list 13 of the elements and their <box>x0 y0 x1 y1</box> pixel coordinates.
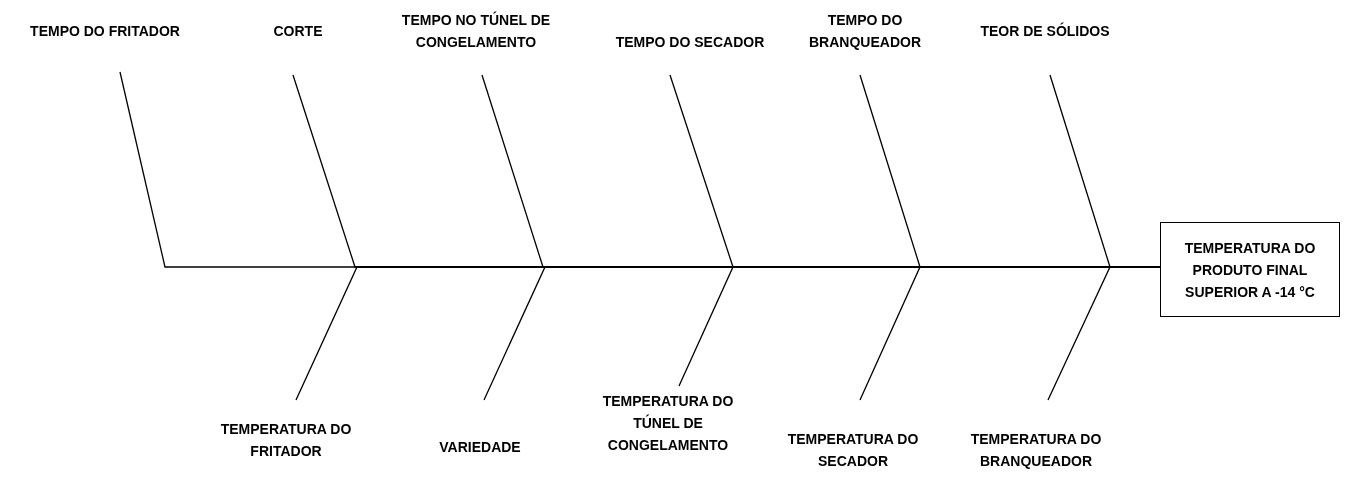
cause-label: TEMPERATURA DO FRITADOR <box>201 418 371 462</box>
cause-label: TEMPERATURA DO BRANQUEADOR <box>946 428 1126 472</box>
cause-label: TEMPO DO SECADOR <box>605 31 775 53</box>
cause-label: VARIEDADE <box>420 436 540 458</box>
cause-label: TEMPERATURA DO SECADOR <box>773 428 933 472</box>
cause-label: TEMPERATURA DO TÚNEL DE CONGELAMENTO <box>583 390 753 456</box>
effect-box: TEMPERATURA DO PRODUTO FINAL SUPERIOR A -14 °C <box>1160 222 1340 317</box>
cause-label: TEMPO DO BRANQUEADOR <box>790 9 940 53</box>
cause-label: TEMPO DO FRITADOR <box>5 20 205 42</box>
fishbone-line <box>1047 266 1161 401</box>
cause-label: TEOR DE SÓLIDOS <box>965 20 1125 42</box>
cause-label: CORTE <box>238 20 358 42</box>
cause-label: TEMPO NO TÚNEL DE CONGELAMENTO <box>386 9 566 53</box>
